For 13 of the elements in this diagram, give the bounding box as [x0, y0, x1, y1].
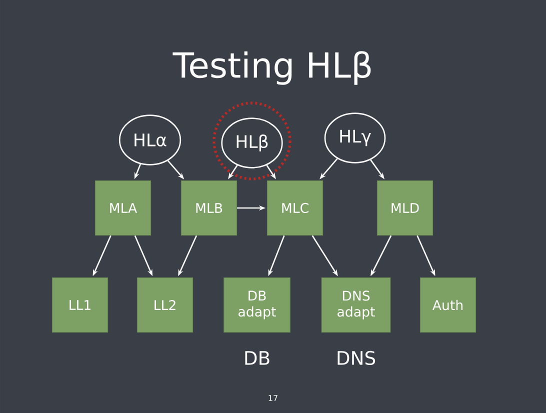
module-box: DB adapt: [224, 277, 290, 333]
module-box: DNS adapt: [321, 277, 391, 333]
layer-label: DNS: [338, 350, 376, 366]
module-box: LL2: [136, 277, 194, 333]
module-box: Auth: [420, 277, 476, 333]
title: Testing HLβ: [172, 51, 371, 85]
page-number: 17: [268, 395, 278, 401]
module-box: MLA: [94, 180, 152, 236]
module-box: MLD: [376, 180, 434, 236]
layer-label: DB: [245, 351, 270, 365]
module-box: MLB: [180, 180, 238, 236]
module-box: MLC: [266, 180, 324, 236]
module-box: LL1: [52, 277, 108, 333]
